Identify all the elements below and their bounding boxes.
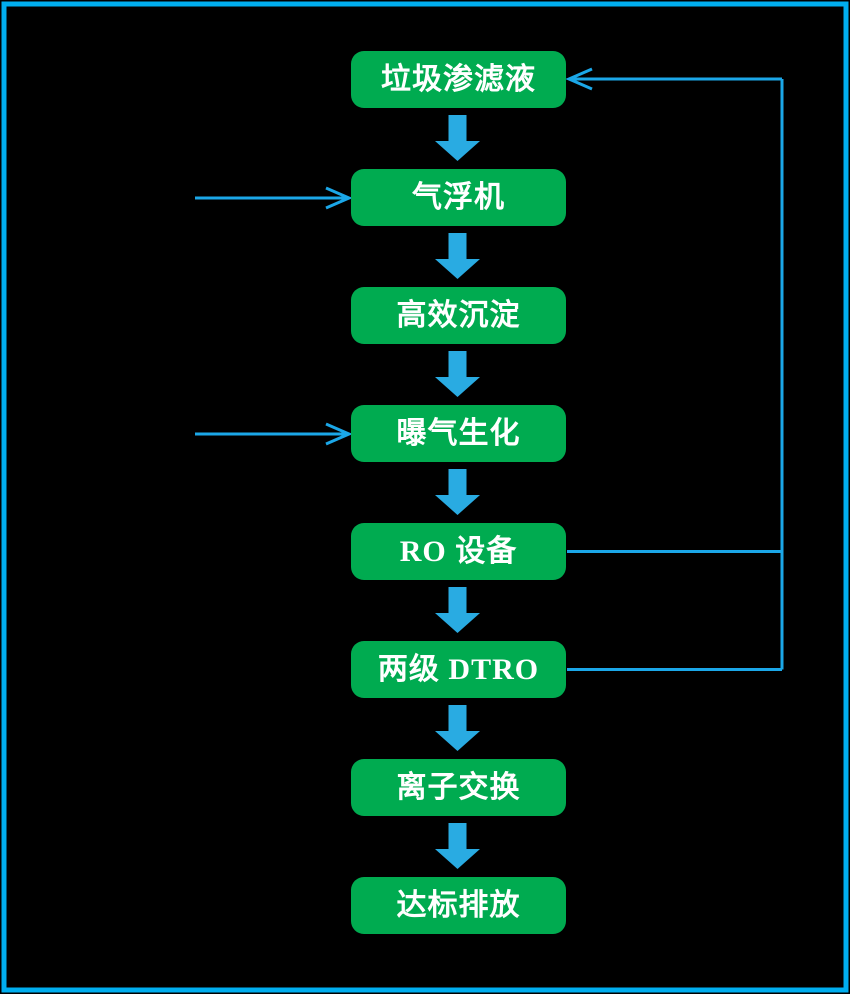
flow-node-standard-discharge: 达标排放 (351, 877, 566, 934)
flow-node-air-flotation: 气浮机 (351, 169, 566, 226)
recycle-arrow-head (565, 67, 593, 91)
flow-node-landfill-leachate: 垃圾渗滤液 (351, 51, 566, 108)
block-arrow-down-3 (435, 351, 480, 397)
input-arrow-air-flotation (195, 186, 353, 210)
node-label: 气浮机 (412, 180, 505, 214)
node-label: 高效沉淀 (396, 298, 521, 332)
flow-node-ion-exchange: 离子交换 (351, 759, 566, 816)
node-label: 达标排放 (396, 888, 521, 922)
block-arrow-down-6 (435, 705, 480, 751)
flow-node-ro-equipment: RO 设备 (351, 523, 566, 580)
node-label: 离子交换 (396, 770, 521, 804)
recycle-loop (565, 67, 784, 671)
flow-node-high-efficiency-sedimentation: 高效沉淀 (351, 287, 566, 344)
node-label: 曝气生化 (396, 416, 521, 450)
node-label: RO 设备 (399, 534, 518, 568)
node-label: 垃圾渗滤液 (381, 62, 536, 96)
block-arrow-down-7 (435, 823, 480, 869)
input-arrow-aeration-head (325, 422, 353, 446)
node-label: 两级 DTRO (377, 652, 540, 686)
block-arrow-down-2 (435, 233, 480, 279)
input-arrow-aeration (195, 422, 353, 446)
block-arrow-down-5 (435, 587, 480, 633)
flow-node-aeration-biochemical: 曝气生化 (351, 405, 566, 462)
block-arrows (435, 115, 480, 869)
block-arrow-down-4 (435, 469, 480, 515)
flow-node-two-stage-dtro: 两级 DTRO (351, 641, 566, 698)
input-arrow-air-flotation-head (325, 186, 353, 210)
block-arrow-down-1 (435, 115, 480, 161)
